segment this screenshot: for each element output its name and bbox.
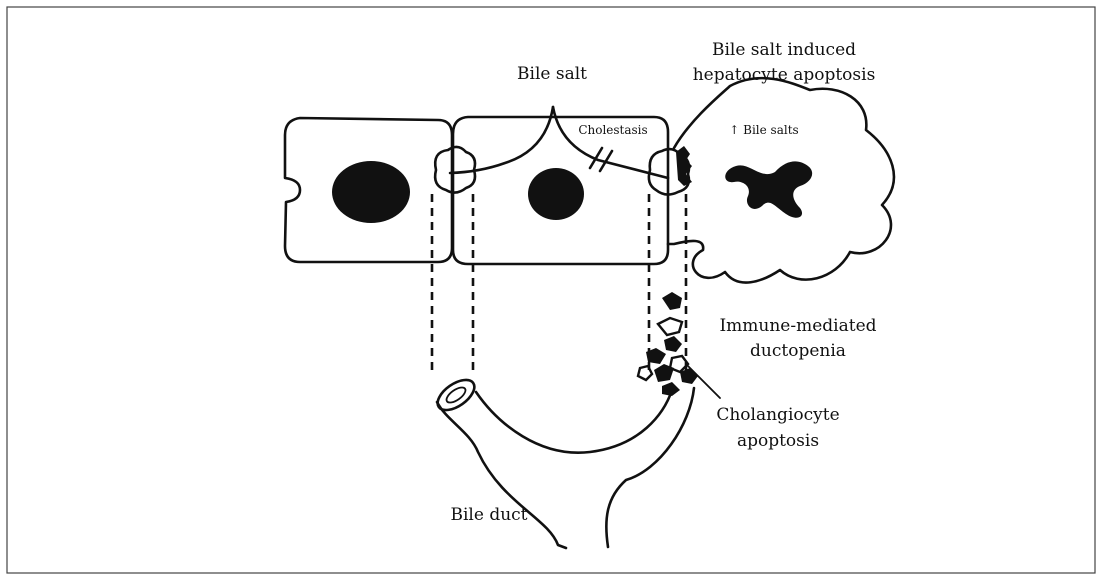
cholangiocyte-fragments	[638, 292, 698, 396]
bile-salts-increase-label: ↑ Bile salts	[729, 123, 798, 137]
cholangiocyte-apoptosis-label-2: apoptosis	[737, 431, 819, 451]
bile-salt-label: Bile salt	[517, 64, 587, 84]
immune-ductopenia-label-1: Immune-mediated	[719, 316, 876, 336]
bile-duct-label: Bile duct	[450, 505, 527, 525]
figure-frame	[7, 7, 1095, 573]
cholangiocyte-apoptosis-label-1: Cholangiocyte	[716, 405, 839, 425]
hepatocyte-apoptosis-label-1: Bile salt induced	[712, 40, 856, 60]
hepatocyte-apoptosis-label-2: hepatocyte apoptosis	[693, 65, 876, 85]
bile-duct-right-wall	[606, 388, 694, 547]
left-nucleus	[332, 161, 410, 223]
middle-nucleus	[528, 168, 584, 220]
immune-ductopenia-label-2: ductopenia	[750, 341, 846, 361]
bile-duct-outer	[437, 402, 566, 548]
cholestasis-label: Cholestasis	[578, 123, 647, 137]
fragmented-nucleus	[725, 161, 812, 217]
left-canalicular-junction	[435, 147, 475, 193]
duct-cut-end	[432, 374, 479, 416]
junction-damage-marks	[676, 146, 692, 186]
bile-duct-inner	[476, 390, 672, 453]
